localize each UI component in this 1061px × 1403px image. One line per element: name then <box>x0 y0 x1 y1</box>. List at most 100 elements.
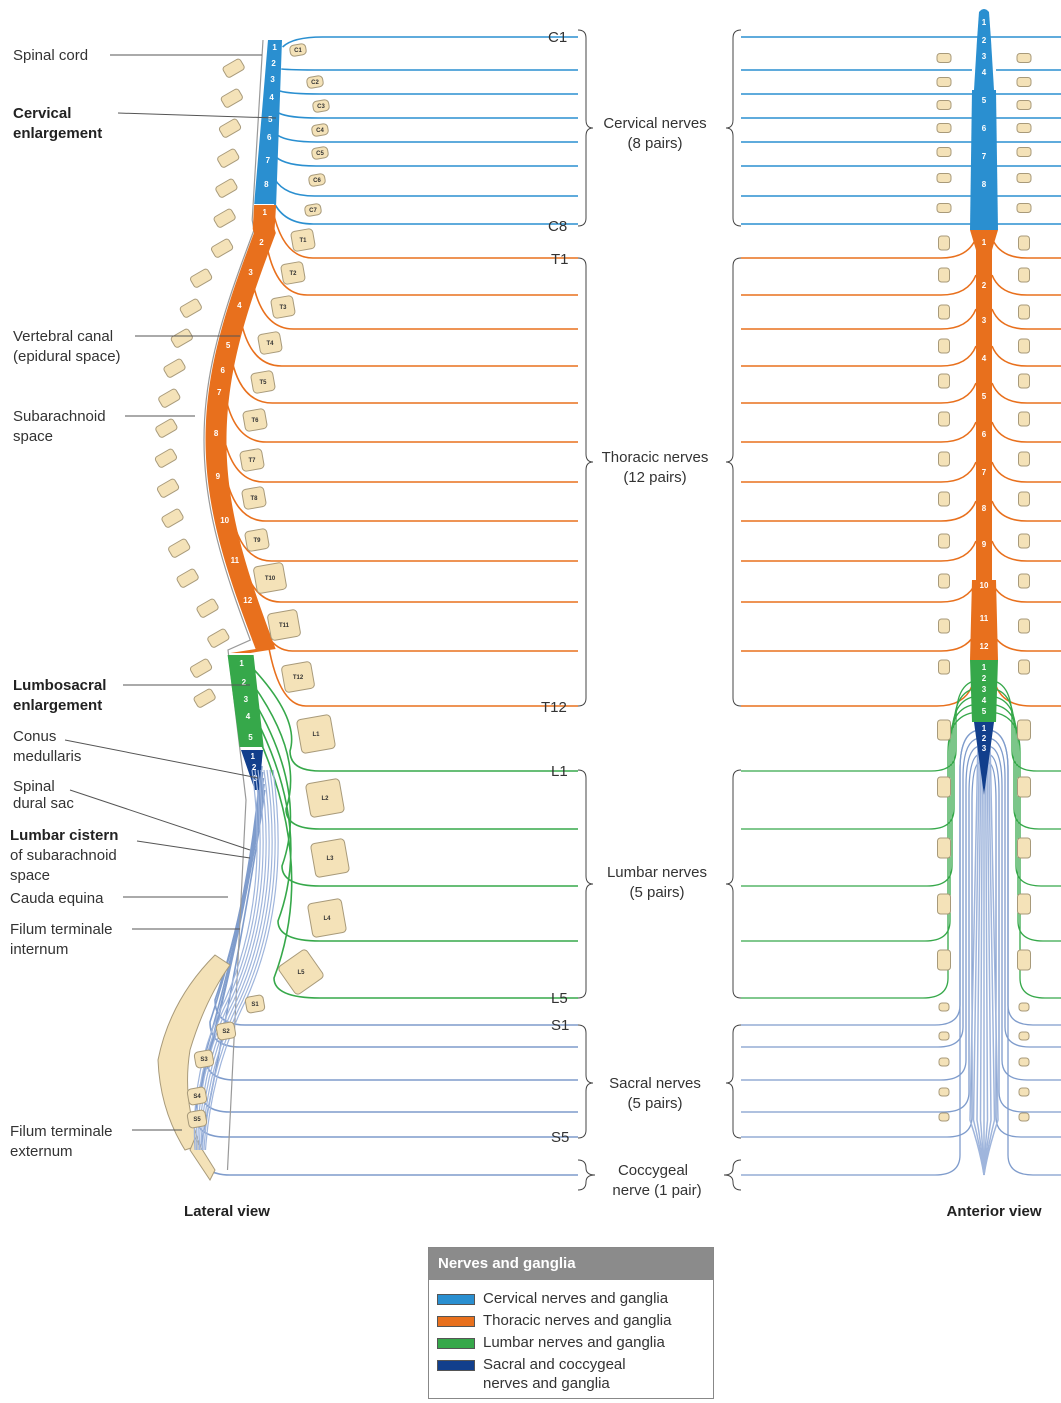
anterior-segment-number-thoracic-5: 5 <box>982 392 987 401</box>
nerve-label-l1: L1 <box>551 763 568 780</box>
segment-number-thoracic-3: 3 <box>248 268 253 277</box>
segment-number-thoracic-12: 12 <box>243 596 252 605</box>
ganglion-label-cervical-7: C7 <box>309 208 317 214</box>
vertebra-process <box>179 298 202 318</box>
lumbosacral-enlargement-label-2: enlargement <box>13 697 102 714</box>
legend-swatch-sacral <box>437 1360 475 1371</box>
anterior-ganglion-thoracic-9-right <box>1019 534 1030 548</box>
anterior-segment-number-thoracic-1: 1 <box>982 238 987 247</box>
legend-label-thoracic: Thoracic nerves and ganglia <box>483 1311 671 1330</box>
anterior-ganglion-sacral-4-left <box>939 1088 949 1096</box>
vertebral-canal-label-1: Vertebral canal <box>13 328 113 345</box>
anterior-segment-number-cervical-5: 5 <box>982 96 987 105</box>
spinal-dural-sac-label-1: Spinal <box>13 778 55 795</box>
anterior-ganglion-lumbar-1-left <box>938 720 951 740</box>
segment-number-cervical-8: 8 <box>264 180 269 189</box>
nerve-label-s1: S1 <box>551 1017 569 1034</box>
vertebra-process <box>222 58 245 78</box>
vertebra-process <box>189 658 212 678</box>
ganglion-label-lumbar-2: L2 <box>321 796 329 802</box>
segment-number-thoracic-5: 5 <box>226 341 231 350</box>
anterior-segment-number-thoracic-2: 2 <box>982 281 987 290</box>
anterior-ganglion-thoracic-5-left <box>939 374 950 388</box>
subarachnoid-space-label-2: space <box>13 428 53 445</box>
anterior-view-figure: 1234567812345678910111212345123 <box>937 9 1031 1175</box>
vertebra-process <box>210 238 233 258</box>
anterior-segment-number-thoracic-9: 9 <box>982 540 987 549</box>
anterior-ganglion-cervical-2-right <box>1017 78 1031 87</box>
segment-number-lumbar-4: 4 <box>246 712 251 721</box>
anterior-ganglion-thoracic-4-left <box>939 339 950 353</box>
anterior-ganglion-thoracic-10-right <box>1019 574 1030 588</box>
vertebra-process <box>163 358 186 378</box>
nerve-lateral-cervical-5 <box>277 135 578 142</box>
anterior-ganglion-thoracic-6-left <box>939 412 950 426</box>
cord-thoracic-anterior <box>976 250 992 580</box>
anterior-segment-number-thoracic-4: 4 <box>982 354 987 363</box>
ganglion-label-thoracic-3: T3 <box>279 305 287 311</box>
nerve-lateral-cervical-1 <box>283 37 578 47</box>
segment-number-thoracic-9: 9 <box>216 472 221 481</box>
segment-number-lumbar-5: 5 <box>248 733 253 742</box>
segment-number-cervical-3: 3 <box>270 75 275 84</box>
anterior-segment-number-cervical-8: 8 <box>982 180 987 189</box>
vertebra-process <box>213 208 236 228</box>
anterior-ganglion-lumbar-2-left <box>938 777 951 797</box>
ganglion-label-sacral-3: S3 <box>200 1057 208 1063</box>
segment-number-lumbar-3: 3 <box>244 695 249 704</box>
group-braces <box>578 30 741 1190</box>
anterior-segment-number-sacral-1: 1 <box>982 724 987 733</box>
ganglion-label-lumbar-5: L5 <box>297 970 305 976</box>
anterior-segment-number-lumbar-2: 2 <box>982 674 987 683</box>
anterior-segment-number-lumbar-4: 4 <box>982 696 987 705</box>
anterior-ganglion-thoracic-7-left <box>939 452 950 466</box>
ganglion-label-lumbar-3: L3 <box>326 856 334 862</box>
anterior-ganglion-thoracic-11-right <box>1019 619 1030 633</box>
legend-item-sacral: Sacral and coccygealnerves and ganglia <box>437 1355 713 1393</box>
brace-thoracic-left <box>578 258 593 706</box>
segment-number-lumbar-1: 1 <box>239 659 244 668</box>
filum-externum-label-1: Filum terminale <box>10 1123 113 1140</box>
filum-internum-label-2: internum <box>10 941 68 958</box>
anterior-ganglion-thoracic-1-left <box>939 236 950 250</box>
cervical-nerves-label-1: Cervical nerves <box>603 115 706 132</box>
lateral-view-figure: 1234567812345678910111212345123C1C2C3C4C… <box>154 40 349 1180</box>
anterior-ganglion-cervical-3-right <box>1017 101 1031 110</box>
nerve-lateral-thoracic-2 <box>267 248 578 295</box>
vertebra-process <box>161 508 184 528</box>
segment-number-cervical-7: 7 <box>266 156 271 165</box>
anterior-ganglion-cervical-6-left <box>937 174 951 183</box>
anterior-segment-number-cervical-6: 6 <box>982 124 987 133</box>
legend-title: Nerves and ganglia <box>429 1248 713 1280</box>
brace-cervical-right <box>726 30 741 226</box>
segment-number-cervical-5: 5 <box>268 115 273 124</box>
anterior-ganglion-lumbar-3-right <box>1018 838 1031 858</box>
anterior-ganglion-cervical-2-left <box>937 78 951 87</box>
segment-number-thoracic-2: 2 <box>259 238 264 247</box>
anterior-segment-number-lumbar-5: 5 <box>982 707 987 716</box>
cervical-nerves-label-2: (8 pairs) <box>627 135 682 152</box>
ganglion-label-thoracic-7: T7 <box>248 458 256 464</box>
legend-label-sacral: Sacral and coccygealnerves and ganglia <box>483 1355 626 1393</box>
nerve-lateral-thoracic-5 <box>232 362 578 403</box>
anterior-segment-number-thoracic-8: 8 <box>982 504 987 513</box>
anterior-ganglion-cervical-4-right <box>1017 124 1031 133</box>
spinal-cord-label: Spinal cord <box>13 47 88 64</box>
brace-lumbar-right <box>726 770 741 998</box>
lumbar-nerves-label-2: (5 pairs) <box>629 884 684 901</box>
anterior-ganglion-cervical-6-right <box>1017 174 1031 183</box>
anterior-segment-number-sacral-3: 3 <box>982 744 987 753</box>
ganglion-label-cervical-2: C2 <box>311 80 319 86</box>
legend: Nerves and ganglia Cervical nerves and g… <box>428 1247 714 1399</box>
legend-label-sacral-1: Sacral and coccygeal <box>483 1356 626 1373</box>
vertebra-process <box>170 328 193 348</box>
legend-label-cervical: Cervical nerves and ganglia <box>483 1289 668 1308</box>
nerve-anterior-right-thoracic-11 <box>992 631 1061 651</box>
vertebra-process <box>189 268 212 288</box>
nerve-lateral-cervical-2 <box>281 69 578 70</box>
anterior-segment-number-lumbar-3: 3 <box>982 685 987 694</box>
anterior-ganglion-thoracic-6-right <box>1019 412 1030 426</box>
nerve-label-t1: T1 <box>551 251 569 268</box>
ganglion-label-thoracic-5: T5 <box>259 380 267 386</box>
